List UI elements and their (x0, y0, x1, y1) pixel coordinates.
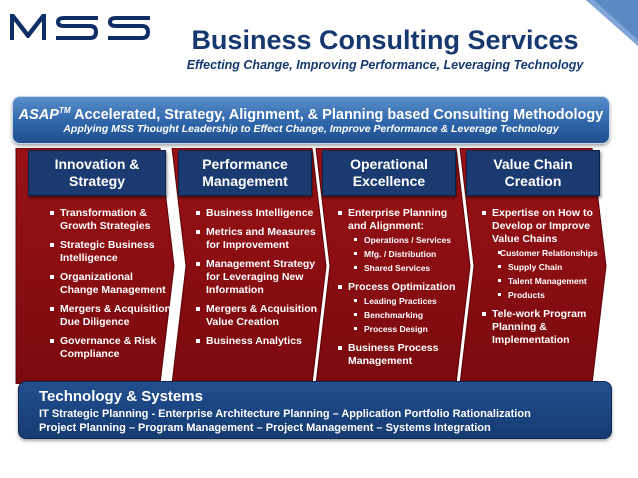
banner-asap: ASAP (18, 106, 59, 123)
list-item: Business Intelligence (196, 207, 320, 220)
technology-line-1: IT Strategic Planning - Enterprise Archi… (39, 408, 531, 420)
chevron-3 (315, 148, 471, 384)
header-line: Operational (350, 156, 428, 172)
column-body-operational: Enterprise Planning and Alignment: Opera… (338, 207, 462, 374)
list-item: Strategic Business Intelligence (50, 239, 174, 265)
list-item: Business Process Management (338, 342, 462, 368)
mss-logo (10, 14, 150, 40)
sub-list-item: Operations / Services (338, 235, 462, 246)
chevron-4 (459, 148, 607, 384)
methodology-banner: ASAPTM Accelerated, Strategy, Alignment,… (12, 96, 610, 144)
technology-systems-box: Technology & Systems IT Strategic Planni… (18, 381, 612, 439)
header-line: Value Chain (493, 156, 573, 172)
sub-list-item: Leading Practices (338, 296, 462, 307)
banner-subtitle: Applying MSS Thought Leadership to Effec… (63, 123, 559, 135)
header-line: Management (202, 173, 288, 189)
column-body-innovation: Transformation & Growth Strategies Strat… (50, 207, 174, 367)
column-body-value-chain: Expertise on How to Develop or Improve V… (482, 207, 608, 353)
chevron-2 (171, 148, 327, 384)
sub-list-item: Talent Management (482, 276, 608, 287)
sub-list-item: Mfg. / Distribution (338, 249, 462, 260)
header-line: Excellence (352, 173, 426, 189)
chevron-1 (15, 148, 175, 384)
list-item: Governance & Risk Compliance (50, 335, 174, 361)
corner-decoration (586, 0, 638, 46)
list-item: Expertise on How to Develop or Improve V… (482, 207, 608, 246)
sub-list-item: Benchmarking (338, 310, 462, 321)
list-item: Management Strategy for Leveraging New I… (196, 258, 320, 297)
column-header-innovation: Innovation &Strategy (28, 150, 166, 196)
chevron-backgrounds (15, 148, 607, 384)
header-line: Performance (202, 156, 288, 172)
header-line: Creation (504, 173, 562, 189)
banner-title: ASAPTM Accelerated, Strategy, Alignment,… (13, 102, 609, 124)
header-line: Strategy (68, 173, 126, 189)
banner-tm: TM (58, 106, 71, 115)
page-title: Business Consulting Services (191, 25, 579, 55)
header-line: Innovation & (54, 156, 140, 172)
banner-title-text: Accelerated, Strategy, Alignment, & Plan… (70, 106, 604, 123)
list-item: Mergers & Acquisition Due Diligence (50, 303, 174, 329)
technology-line-2: Project Planning – Program Management – … (39, 422, 491, 434)
sub-list-item: Supply Chain (482, 262, 608, 273)
sub-list-item: Products (482, 290, 608, 301)
list-item: Business Analytics (196, 335, 320, 348)
list-item: Enterprise Planning and Alignment: (338, 207, 462, 233)
technology-title: Technology & Systems (39, 388, 203, 405)
sub-list-item: Process Design (338, 324, 462, 335)
list-item: Mergers & Acquisition Value Creation (196, 303, 320, 329)
sub-list-item: Shared Services (338, 263, 462, 274)
list-item: Tele-work Program Planning & Implementat… (482, 308, 608, 347)
list-item: Organizational Change Management (50, 271, 174, 297)
list-item: Process Optimization (338, 281, 462, 294)
sub-list-item: Customer Relationships (482, 248, 608, 259)
list-item: Transformation & Growth Strategies (50, 207, 174, 233)
page-subtitle: Effecting Change, Improving Performance,… (186, 58, 584, 72)
list-item: Metrics and Measures for Improvement (196, 226, 320, 252)
column-body-performance: Business Intelligence Metrics and Measur… (196, 207, 320, 354)
